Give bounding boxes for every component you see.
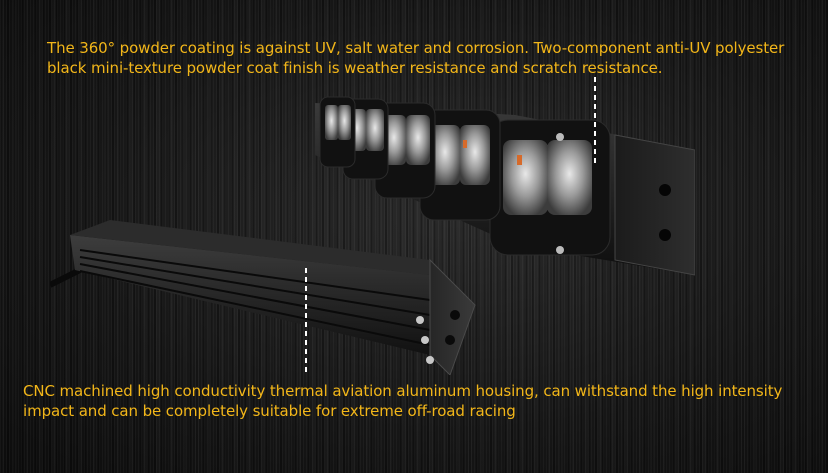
housing-caption-line-2: impact and can be completely suitable fo… bbox=[23, 402, 516, 420]
housing-callout-line bbox=[305, 268, 307, 374]
housing-caption-line-1: CNC machined high conductivity thermal a… bbox=[23, 382, 783, 400]
coating-caption: The 360° powder coating is against UV, s… bbox=[47, 38, 784, 78]
coating-caption-line-1: The 360° powder coating is against UV, s… bbox=[47, 39, 785, 57]
led-light-bar-front-image bbox=[315, 96, 695, 276]
coating-callout-line bbox=[594, 77, 596, 163]
housing-caption: CNC machined high conductivity thermal a… bbox=[23, 381, 782, 421]
coating-caption-line-2: black mini-texture powder coat finish is… bbox=[47, 59, 663, 77]
led-light-bar-heatsink-image bbox=[50, 220, 476, 375]
